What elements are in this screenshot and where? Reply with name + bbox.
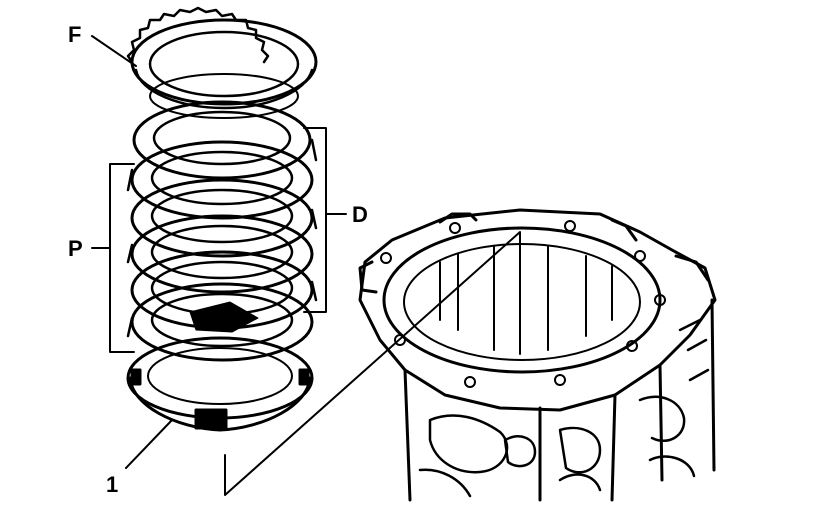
case-bolt-holes — [380, 220, 666, 388]
plate-stack — [126, 100, 318, 362]
backing-plate-tab-right — [298, 368, 310, 386]
backing-plate — [126, 336, 314, 432]
callout-p: P — [68, 236, 83, 261]
case-body-left-wall — [403, 368, 412, 502]
case-body-corner — [610, 363, 664, 502]
case-details — [418, 318, 710, 498]
callout-graphics — [91, 35, 347, 469]
case-bore-inner — [403, 243, 641, 361]
case-body-right-wall — [710, 298, 716, 472]
top-plate-teeth — [126, 6, 270, 64]
clutch-plate — [130, 250, 314, 330]
leader-f — [91, 35, 137, 67]
clutch-plate — [130, 178, 314, 258]
clutch-plate — [130, 140, 314, 220]
case-bolt-ear-far-right — [674, 254, 710, 282]
clutch-pack-stack — [126, 6, 318, 432]
callout-one: 1 — [106, 472, 118, 497]
top-plate-f — [126, 6, 318, 119]
case-bolt-ear-left — [358, 260, 378, 294]
case-spline-lines — [439, 243, 613, 355]
callout-f: F — [68, 22, 81, 47]
bracket-d — [303, 127, 347, 313]
clutch-plate — [132, 100, 312, 180]
case-bolt-ear-top — [438, 212, 478, 224]
backing-plate-lug — [194, 408, 228, 430]
transmission-case — [358, 208, 717, 502]
case-bolt-ear-right — [610, 218, 638, 242]
bracket-p — [91, 163, 135, 353]
installation-guide-line — [224, 231, 521, 496]
clutch-plate — [130, 214, 314, 294]
steel-plate-tabs — [126, 138, 318, 338]
leader-one — [125, 419, 173, 469]
case-bore-outer — [382, 226, 662, 374]
backing-plate-tab-left — [130, 368, 142, 386]
callout-d: D — [352, 202, 368, 227]
